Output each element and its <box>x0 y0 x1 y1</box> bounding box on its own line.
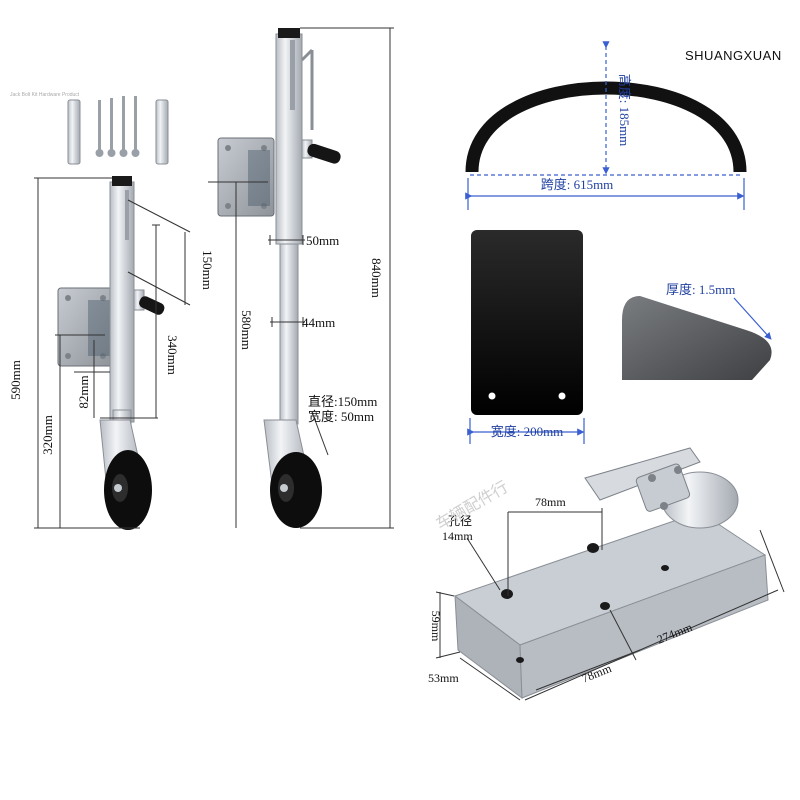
flap-thickness-label: 厚度: 1.5mm <box>666 282 735 297</box>
mud-flap-illustration <box>467 230 585 444</box>
jack-left-lower-height-label: 320mm <box>40 415 55 455</box>
jack-right-wheel-width-label: 宽度: 50mm <box>308 409 374 424</box>
jack-left-dim-a-label: 150mm <box>200 250 215 290</box>
svg-text:Jack Bolt Kit Hardware Product: Jack Bolt Kit Hardware Product <box>10 92 80 98</box>
fender-arc-illustration <box>465 41 747 210</box>
flap-thickness-illustration <box>622 296 772 380</box>
jack-left-illustration <box>57 176 165 530</box>
jack-left-dim-c-label: 82mm <box>76 375 91 408</box>
coupler-illustration <box>453 447 769 700</box>
jack-right-tube-lower-label: 44mm <box>302 315 335 330</box>
jack-left-total-height-label: 590mm <box>8 360 23 400</box>
jack-right-tube-upper-label: 50mm <box>306 233 339 248</box>
coupler-width-label: 53mm <box>428 671 459 685</box>
jack-right-dimensions <box>208 27 394 529</box>
bolt-kit-illustration: Jack Bolt Kit Hardware Product <box>10 92 169 165</box>
coupler-dimensions <box>435 508 785 701</box>
fender-height-label: 高度: 185mm <box>617 74 632 147</box>
mud-flap-width-label: 宽度: 200mm <box>491 424 564 439</box>
watermark-text: 车辆配件行 <box>433 478 511 534</box>
jack-right-total-height-label: 840mm <box>369 258 384 298</box>
brand-logo-text: SHUANGXUAN <box>685 48 782 63</box>
jack-right-illustration <box>217 28 341 528</box>
jack-left-dim-b-label: 340mm <box>165 335 180 375</box>
jack-left-dimensions <box>34 177 191 529</box>
jack-right-wheel-diameter-label: 直径:150mm <box>308 394 377 409</box>
coupler-hole-label-line2: 14mm <box>442 529 473 543</box>
jack-right-mid-height-label: 580mm <box>239 310 254 350</box>
coupler-hole-label-line1: 孔径 <box>448 514 472 528</box>
fender-span-label: 跨度: 615mm <box>541 177 614 192</box>
coupler-spacing-top-label: 78mm <box>535 495 566 509</box>
coupler-height-label: 59mm <box>429 611 443 642</box>
